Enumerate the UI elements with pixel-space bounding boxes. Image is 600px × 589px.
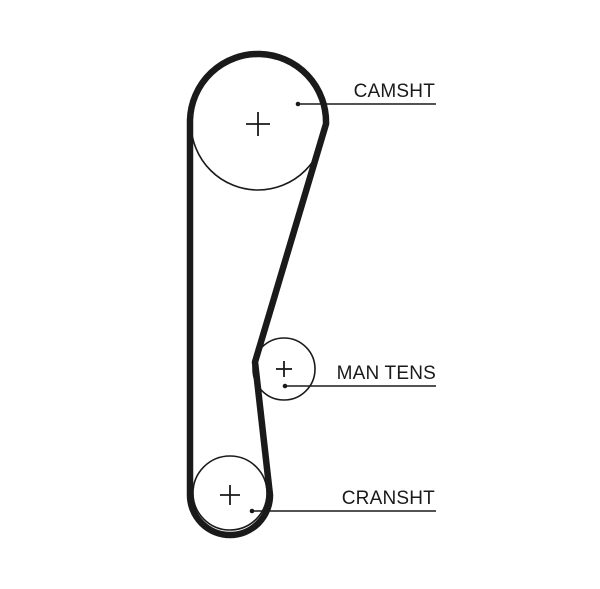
- tensioner-center-mark: [276, 361, 292, 377]
- timing-belt: [186, 50, 330, 539]
- tensioner-label: MAN TENS: [336, 363, 436, 384]
- crankshaft-pulley: [192, 455, 268, 531]
- camshaft-label: CAMSHT: [353, 81, 435, 102]
- crankshaft-leader: [249, 508, 436, 514]
- camshaft-center-mark: [246, 112, 270, 136]
- crankshaft-center-mark: [220, 485, 240, 505]
- camshaft-pulley: [190, 55, 326, 191]
- tensioner-leader: [282, 383, 436, 389]
- camshaft-leader: [295, 101, 436, 107]
- tensioner-pulley: [252, 337, 316, 401]
- crankshaft-label: CRANSHT: [341, 488, 435, 509]
